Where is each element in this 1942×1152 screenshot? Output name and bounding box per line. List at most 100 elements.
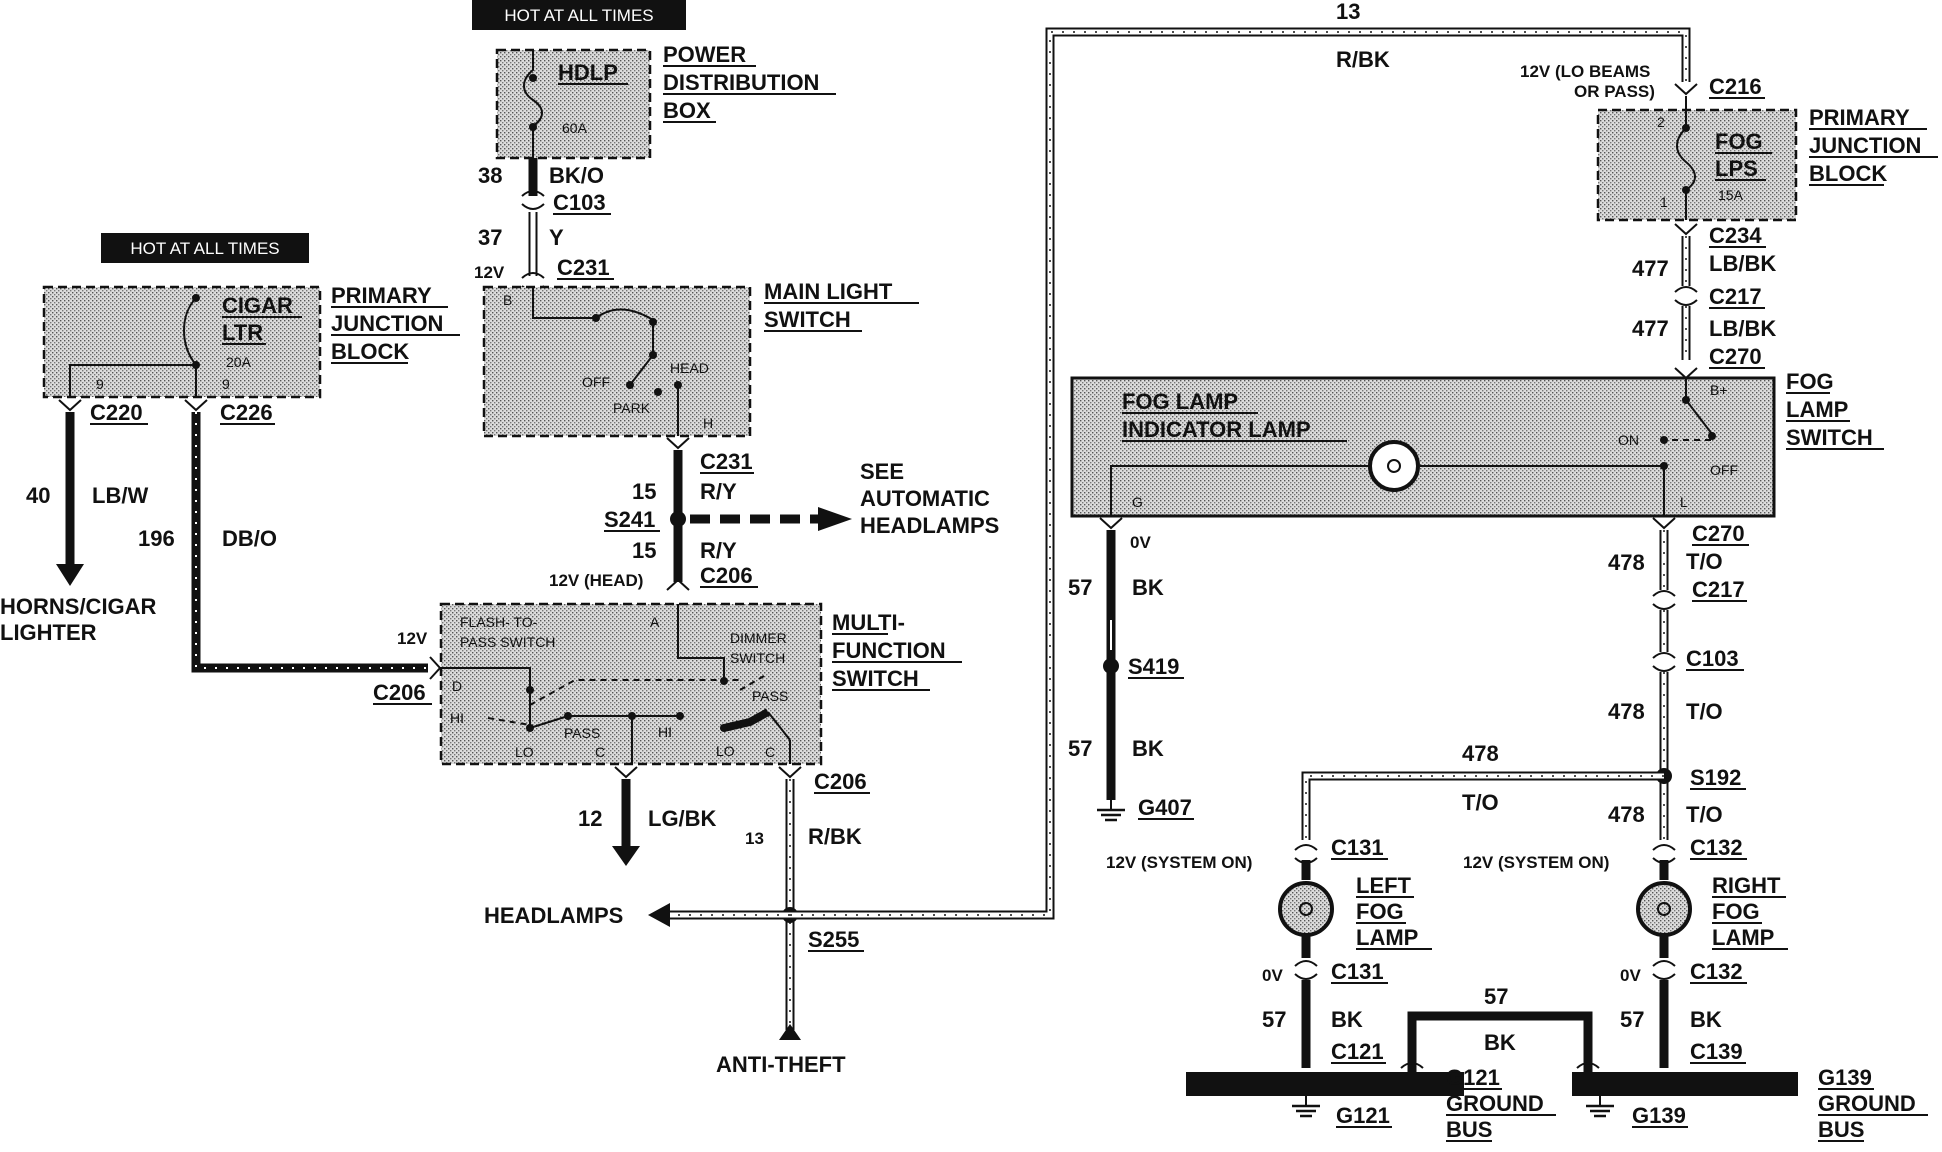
power-distribution-box: HDLP 60A POWER DISTRIBUTION BOX xyxy=(495,42,836,160)
svg-text:196: 196 xyxy=(138,526,175,551)
svg-text:RIGHT: RIGHT xyxy=(1712,873,1781,898)
svg-text:DISTRIBUTION: DISTRIBUTION xyxy=(663,70,819,95)
svg-text:G121: G121 xyxy=(1336,1103,1390,1128)
svg-text:SWITCH: SWITCH xyxy=(730,650,785,666)
svg-text:SEE: SEE xyxy=(860,459,904,484)
svg-text:HI: HI xyxy=(450,710,464,726)
svg-text:478: 478 xyxy=(1608,550,1645,575)
svg-text:15A: 15A xyxy=(1718,187,1744,203)
svg-text:BK: BK xyxy=(1690,1007,1722,1032)
svg-text:C131: C131 xyxy=(1331,959,1384,984)
svg-text:S241: S241 xyxy=(604,507,655,532)
svg-text:LAMP: LAMP xyxy=(1356,925,1418,950)
fuse-symbol-hdlp xyxy=(523,50,543,158)
ground-bus: 57 BK G121 G121 GROUND BUS G139 G139 GRO… xyxy=(1186,984,1928,1142)
svg-text:BK: BK xyxy=(1484,1030,1516,1055)
svg-text:FOG: FOG xyxy=(1786,369,1834,394)
wire-15-s241: C231 15 R/Y S241 15 R/Y 12V (HEAD) C206 … xyxy=(549,437,999,591)
svg-text:477: 477 xyxy=(1632,256,1669,281)
svg-text:9: 9 xyxy=(222,376,230,392)
svg-text:INDICATOR LAMP: INDICATOR LAMP xyxy=(1122,417,1311,442)
svg-text:40: 40 xyxy=(26,483,50,508)
svg-text:LB/BK: LB/BK xyxy=(1709,316,1776,341)
svg-text:BK: BK xyxy=(1331,1007,1363,1032)
svg-text:20A: 20A xyxy=(226,354,252,370)
svg-text:FUNCTION: FUNCTION xyxy=(832,638,946,663)
svg-text:HOT AT ALL TIMES: HOT AT ALL TIMES xyxy=(504,6,653,25)
fog-lamp-switch: FOG LAMP INDICATOR LAMP G B+ ON OFF L FO… xyxy=(1070,369,1884,518)
svg-text:BLOCK: BLOCK xyxy=(1809,161,1887,186)
svg-text:60A: 60A xyxy=(562,120,588,136)
svg-text:0V: 0V xyxy=(1620,966,1641,985)
svg-text:C121: C121 xyxy=(1331,1039,1384,1064)
svg-text:LIGHTER: LIGHTER xyxy=(0,620,97,645)
svg-text:T/O: T/O xyxy=(1686,699,1723,724)
svg-text:478: 478 xyxy=(1608,699,1645,724)
svg-text:LAMP: LAMP xyxy=(1786,397,1848,422)
svg-text:ANTI-THEFT: ANTI-THEFT xyxy=(716,1052,846,1077)
svg-text:SWITCH: SWITCH xyxy=(764,307,851,332)
svg-text:LTR: LTR xyxy=(222,320,263,345)
svg-text:BK: BK xyxy=(1132,736,1164,761)
svg-text:BLOCK: BLOCK xyxy=(331,339,409,364)
svg-text:GROUND: GROUND xyxy=(1818,1091,1916,1116)
svg-text:GROUND: GROUND xyxy=(1446,1091,1544,1116)
svg-text:PASS: PASS xyxy=(752,688,788,704)
svg-text:OR PASS): OR PASS) xyxy=(1574,82,1655,101)
svg-text:MULTI-: MULTI- xyxy=(832,610,905,635)
svg-text:L: L xyxy=(1680,494,1688,510)
svg-text:MAIN LIGHT: MAIN LIGHT xyxy=(764,279,893,304)
svg-text:C216: C216 xyxy=(1709,74,1762,99)
svg-text:478: 478 xyxy=(1608,802,1645,827)
svg-text:C132: C132 xyxy=(1690,959,1743,984)
svg-text:ON: ON xyxy=(1618,432,1639,448)
svg-text:BK: BK xyxy=(1132,575,1164,600)
wire-478: C270 478 T/O C217 C103 478 T/O 478 T/O S… xyxy=(1301,517,1749,840)
svg-text:HORNS/CIGAR: HORNS/CIGAR xyxy=(0,594,157,619)
left-fog-lamp-icon xyxy=(1278,881,1334,937)
svg-text:9: 9 xyxy=(96,376,104,392)
svg-text:C270: C270 xyxy=(1709,344,1762,369)
svg-text:FOG: FOG xyxy=(1715,129,1763,154)
svg-text:C206: C206 xyxy=(373,680,426,705)
svg-text:LPS: LPS xyxy=(1715,156,1758,181)
svg-text:PRIMARY: PRIMARY xyxy=(1809,105,1910,130)
svg-text:H: H xyxy=(703,415,713,431)
svg-text:57: 57 xyxy=(1620,1007,1644,1032)
svg-text:G139: G139 xyxy=(1818,1065,1872,1090)
svg-text:HOT AT ALL TIMES: HOT AT ALL TIMES xyxy=(130,239,279,258)
svg-text:15: 15 xyxy=(632,538,656,563)
ground-icon-g121 xyxy=(1292,1096,1320,1118)
svg-text:12: 12 xyxy=(578,806,602,831)
svg-text:OFF: OFF xyxy=(582,374,610,390)
wire-40-horns: C220 40 LB/W HORNS/CIGAR LIGHTER xyxy=(0,399,157,645)
svg-text:BOX: BOX xyxy=(663,98,711,123)
svg-text:A: A xyxy=(650,614,660,630)
svg-text:C132: C132 xyxy=(1690,835,1743,860)
fuse-symbol-cigar xyxy=(183,297,197,366)
ground-icon-g139 xyxy=(1586,1096,1614,1118)
svg-text:LAMP: LAMP xyxy=(1712,925,1774,950)
svg-text:D: D xyxy=(452,678,462,694)
svg-text:12V (LO BEAMS: 12V (LO BEAMS xyxy=(1520,62,1650,81)
svg-text:LG/BK: LG/BK xyxy=(648,806,717,831)
svg-text:S255: S255 xyxy=(808,927,859,952)
svg-text:SWITCH: SWITCH xyxy=(832,666,919,691)
svg-text:12V: 12V xyxy=(474,263,505,282)
svg-text:12V (SYSTEM ON): 12V (SYSTEM ON) xyxy=(1463,853,1609,872)
svg-text:G407: G407 xyxy=(1138,795,1192,820)
primary-junction-block-right: 2 1 FOG LPS 15A PRIMARY JUNCTION BLOCK xyxy=(1596,96,1938,222)
svg-text:C231: C231 xyxy=(700,449,753,474)
svg-text:477: 477 xyxy=(1632,316,1669,341)
hot-at-all-times-tag-left: HOT AT ALL TIMES xyxy=(101,233,309,263)
svg-text:DIMMER: DIMMER xyxy=(730,630,787,646)
svg-text:57: 57 xyxy=(1068,575,1092,600)
svg-text:2: 2 xyxy=(1657,114,1665,130)
svg-text:T/O: T/O xyxy=(1686,549,1723,574)
wire-12-lgbk: 12 LG/BK xyxy=(578,766,717,866)
svg-text:HEADLAMPS: HEADLAMPS xyxy=(484,903,623,928)
svg-text:G: G xyxy=(1132,494,1143,510)
svg-text:BK/O: BK/O xyxy=(549,163,604,188)
svg-text:SWITCH: SWITCH xyxy=(1786,425,1873,450)
